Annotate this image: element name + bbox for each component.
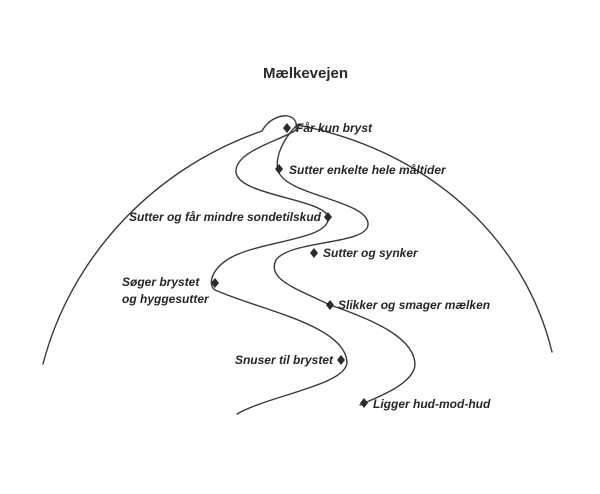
dome-left-arc: [43, 131, 262, 364]
milestone-label: Sutter og synker: [323, 246, 419, 260]
diagram-title: Mælkevejen: [263, 65, 348, 82]
milestone-marker-icon: [275, 164, 283, 174]
milestone-faar-kun-bryst: Får kun bryst: [283, 121, 373, 135]
milestone-marker-icon: [310, 248, 318, 258]
milestone-label: Søger brystet: [122, 275, 200, 289]
milestone-label: og hyggesutter: [122, 292, 210, 306]
milestone-label: Sutter enkelte hele måltider: [289, 163, 447, 177]
milestone-marker-icon: [326, 300, 334, 310]
milestone-label: Slikker og smager mælken: [338, 298, 490, 312]
milestone-sondetilskud: Sutter og får mindre sondetilskud: [129, 210, 332, 224]
milestone-label: Får kun bryst: [296, 121, 373, 135]
milestone-marker-icon: [337, 355, 345, 365]
milestone-slikker-smager: Slikker og smager mælken: [326, 298, 490, 312]
milestone-soeger-brystet: Søger brystet og hyggesutter: [122, 275, 219, 306]
milestone-marker-icon: [360, 398, 368, 408]
road-left-edge: [211, 116, 347, 414]
dome-right-arc: [297, 125, 552, 352]
milestone-sutter-synker: Sutter og synker: [310, 246, 419, 260]
milestone-hud-mod-hud: Ligger hud-mod-hud: [360, 397, 491, 411]
milestone-marker-icon: [324, 212, 332, 222]
milestone-label: Sutter og får mindre sondetilskud: [129, 210, 322, 224]
milestone-label: Snuser til brystet: [235, 353, 334, 367]
milestone-label: Ligger hud-mod-hud: [373, 397, 491, 411]
milestone-marker-icon: [283, 123, 291, 133]
milestone-snuser: Snuser til brystet: [235, 353, 345, 367]
milestone-sutter-enkelte: Sutter enkelte hele måltider: [275, 163, 447, 177]
